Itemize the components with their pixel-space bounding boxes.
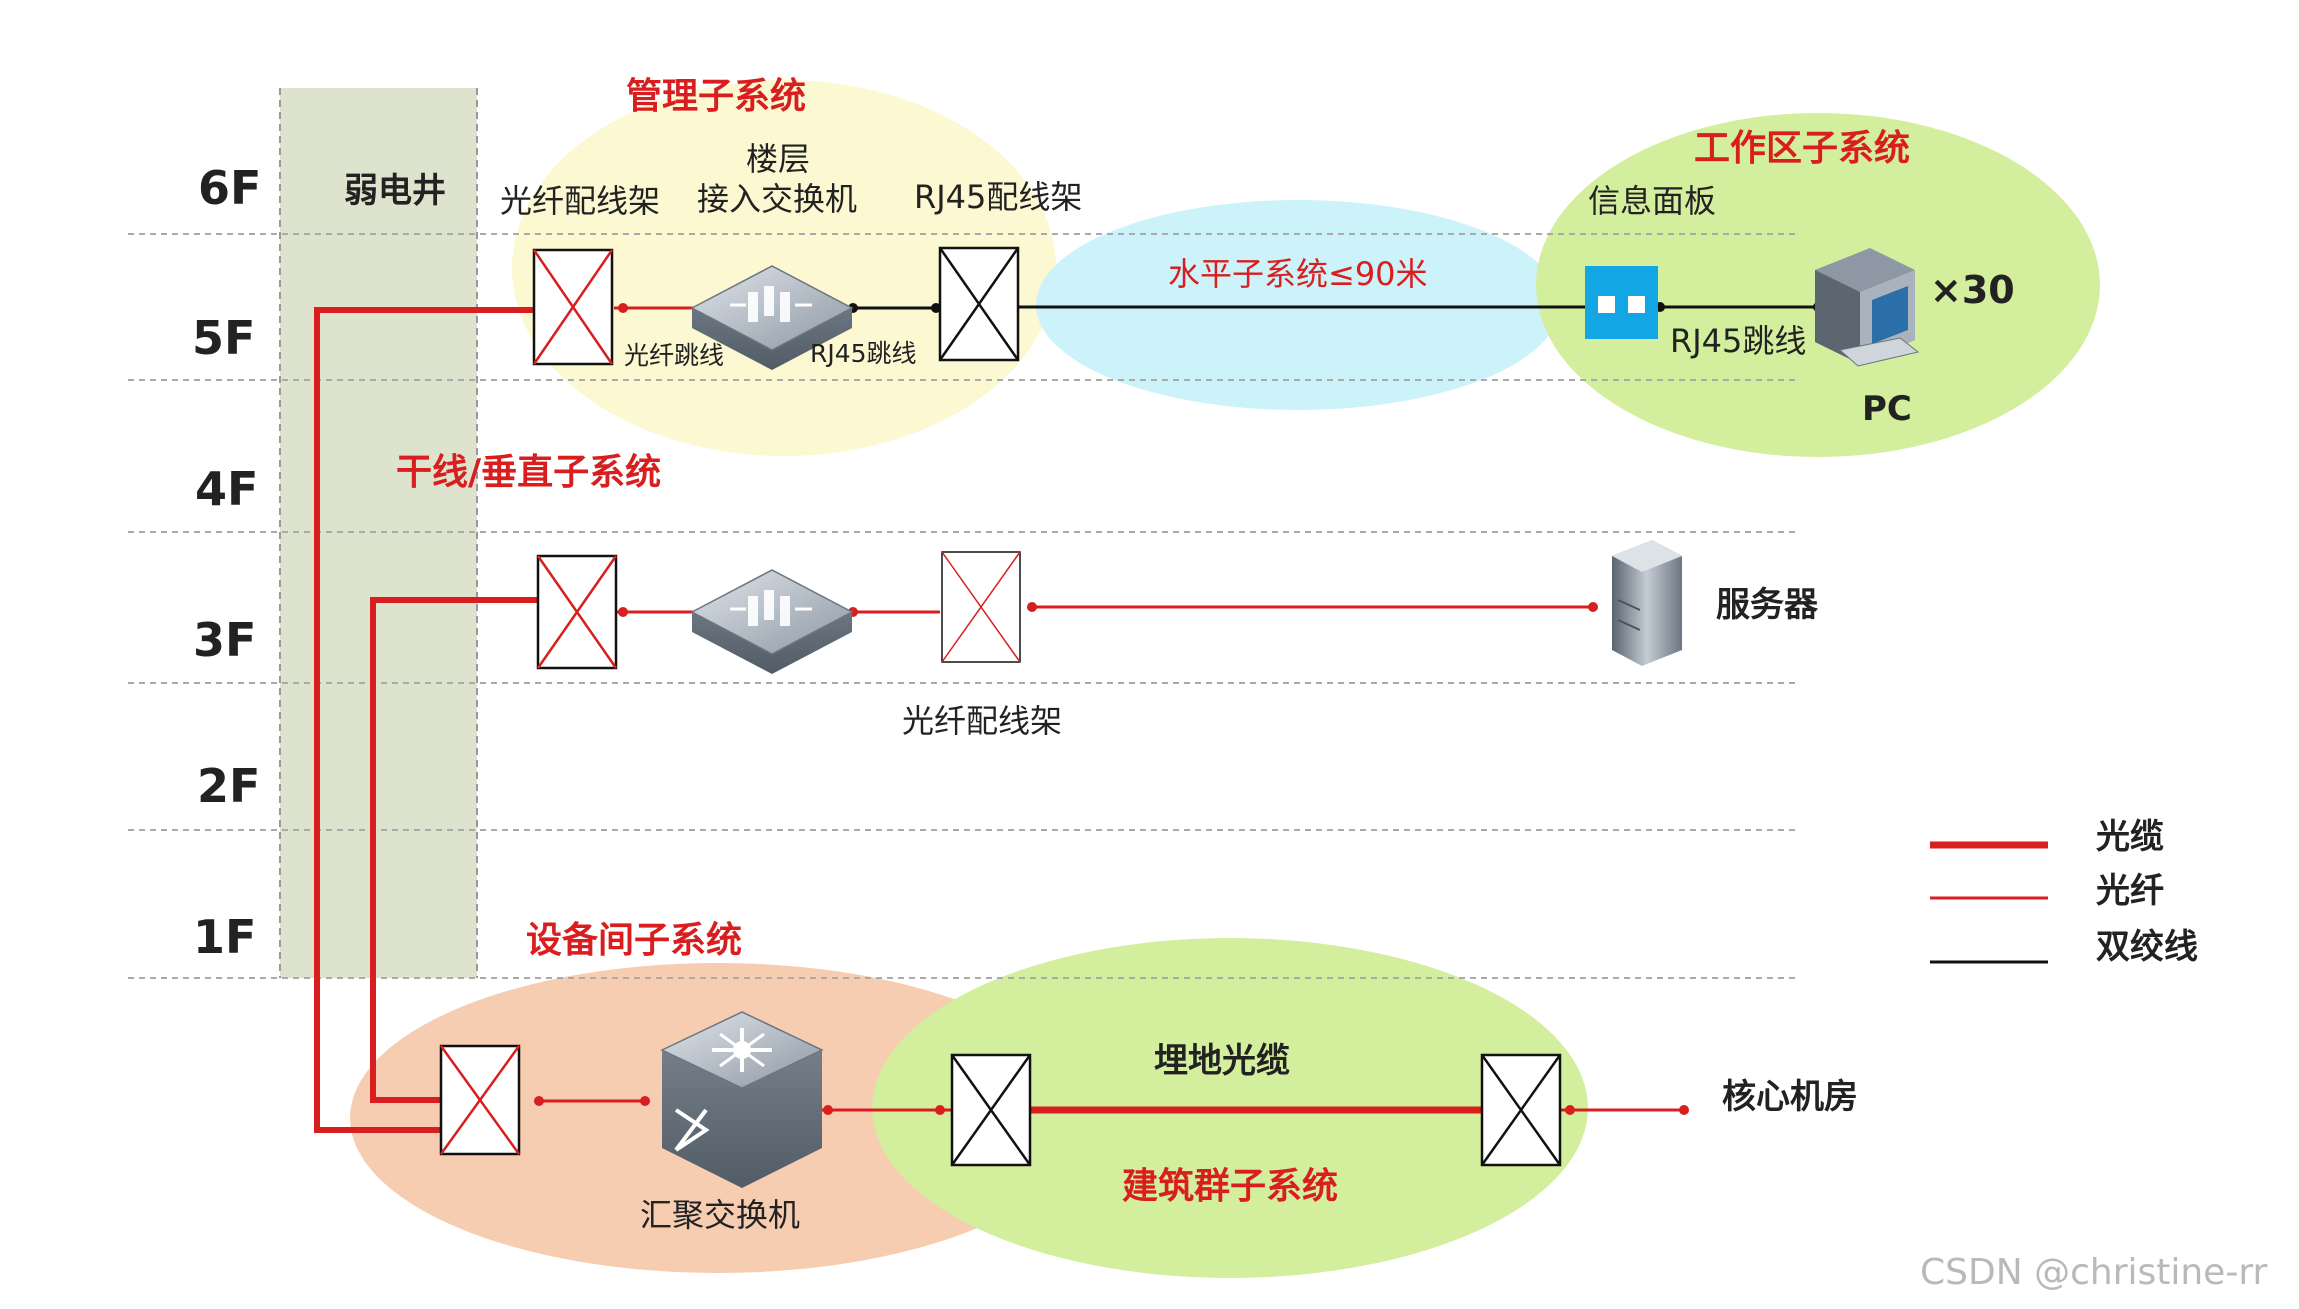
access-switch-5f-icon [690,265,854,370]
legend-label-twisted-pair: 双绞线 [2096,927,2198,967]
trunk-cable-3f [370,597,538,1103]
info-panel-label: 信息面板 [1588,182,1716,220]
floor-label-3f: 3F [193,613,256,667]
port-dot [931,303,941,313]
legend: 光缆 光纤 双绞线 [1930,817,2198,967]
fiber-patch-panel-5f-icon [532,248,614,366]
fiber-jumper-label: 光纤跳线 [624,341,724,370]
core-room-label: 核心机房 [1722,1077,1858,1117]
trunk-cable-5f [314,307,534,1133]
weak-current-shaft [280,88,477,978]
port-dot [1588,602,1598,612]
port-dot [1679,1105,1689,1115]
floor-separators [128,233,1795,979]
floor-label-4f: 4F [195,462,258,516]
shaft-label: 弱电井 [344,171,446,211]
horizontal-zone [1036,200,1560,410]
aggregation-switch-label: 汇聚交换机 [640,1196,800,1234]
port-dot [640,1096,650,1106]
port-dot [618,303,628,313]
horizontal-subsystem-label: 水平子系统≤90米 [1168,255,1428,293]
floor-switch-label-1: 楼层 [746,140,810,178]
building-patch-panel-right-icon [1480,1053,1562,1167]
rj45-jumper-small-label: RJ45跳线 [810,339,917,368]
floor-label-6f: 6F [198,161,261,215]
fiber-patch-panel-3f-a-icon [536,554,618,670]
buried-cable-label: 埋地光缆 [1154,1041,1290,1081]
rj45-patch-panel-5f-icon [938,246,1020,362]
port-dot [1027,602,1037,612]
server-label: 服务器 [1716,585,1819,625]
port-dot [1565,1105,1575,1115]
watermark: CSDN @christine-rr [1920,1252,2267,1293]
port-dot [823,1105,833,1115]
fiber-patch-panel-1f-icon [439,1044,521,1156]
floor-label-1f: 1F [193,910,256,964]
fiber-patch-panel-3f-label: 光纤配线架 [902,702,1062,740]
fiber-patch-panel-label: 光纤配线架 [500,182,660,220]
fiber-patch-panel-3f-b-icon [941,551,1021,663]
pc-label: PC [1862,389,1912,429]
rj45-patch-panel-label: RJ45配线架 [914,178,1082,216]
info-panel-icon [1585,266,1658,339]
pc-icon [1815,248,1920,367]
trunk-subsystem-label: 干线/垂直子系统 [396,452,661,493]
management-zone [512,80,1056,456]
equipment-room-subsystem-label: 设备间子系统 [526,920,742,961]
legend-label-fiber: 光纤 [2096,871,2164,911]
server-icon [1612,540,1682,666]
building-group-subsystem-label: 建筑群子系统 [1122,1166,1338,1207]
management-subsystem-label: 管理子系统 [626,76,806,117]
pc-count-label: ×30 [1930,268,2015,312]
port-dot [618,607,628,617]
floor-label-5f: 5F [192,311,255,365]
port-dot [534,1096,544,1106]
work-area-subsystem-label: 工作区子系统 [1694,128,1910,169]
access-switch-3f-icon [690,569,854,674]
port-dot [935,1105,945,1115]
building-patch-panel-left-icon [950,1053,1032,1167]
rj45-jumper-label: RJ45跳线 [1670,322,1806,360]
aggregation-switch-icon [660,1011,824,1188]
floor-switch-label-2: 接入交换机 [697,180,857,218]
floor-label-2f: 2F [197,759,260,813]
legend-label-fiber-cable: 光缆 [2096,817,2164,857]
